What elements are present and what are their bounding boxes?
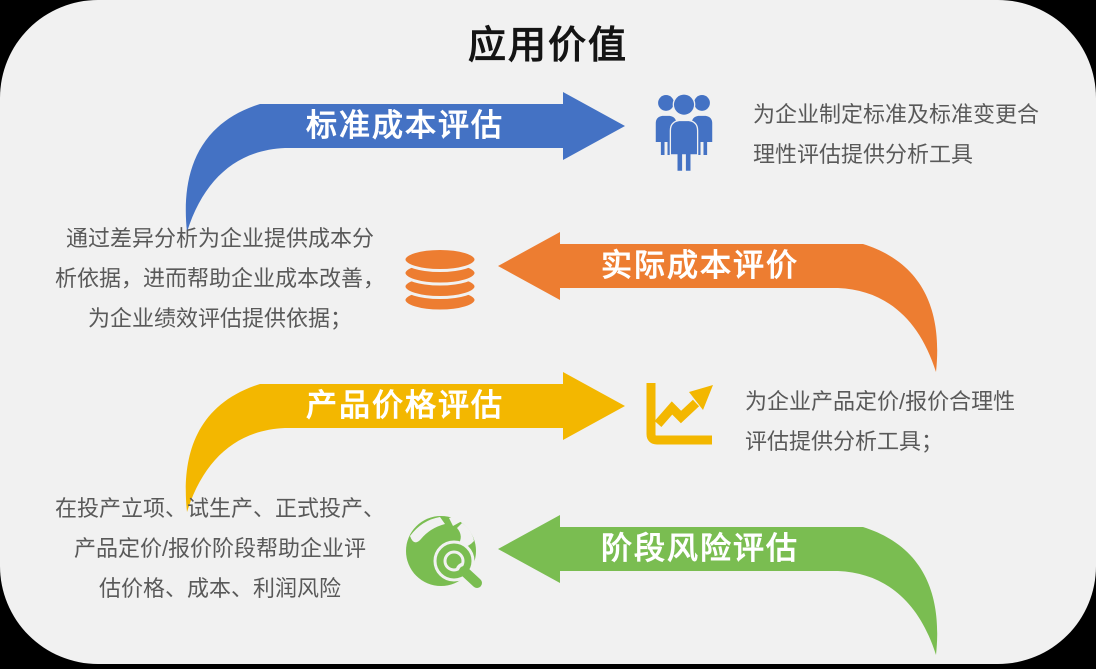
desc-actual-cost: 通过差异分析为企业提供成本分 析依据，进而帮助企业成本改善， 为企业绩效评估提供… [30,219,410,339]
continent-shape [410,517,445,543]
page-title: 应用价值 [467,25,628,67]
desc-line: 估价格、成本、利润风险 [98,576,341,601]
curved-arrow-left [498,515,938,655]
arrow-label-product-price: 产品价格评估 [306,388,504,423]
desc-line: 产品定价/报价阶段帮助企业评 [73,536,367,561]
desc-stage-risk: 在投产立项、试生产、正式投产、 产品定价/报价阶段帮助企业评 估价格、成本、利润… [30,489,410,609]
chart-icon [646,383,713,445]
arrow-label-stage-risk: 阶段风险评估 [601,531,799,566]
continent-shape [457,523,474,547]
desc-standard-cost: 为企业制定标准及标准变更合 理性评估提供分析工具 [753,95,1039,175]
chart-arrowhead [689,385,713,410]
database-icon [402,248,478,312]
desc-line: 析依据，进而帮助企业成本改善， [54,266,385,291]
arrow-shape [185,92,625,232]
desc-line: 为企业产品定价/报价合理性 [745,389,1016,414]
desc-line: 为企业制定标准及标准变更合 [753,102,1040,127]
arrow-label-standard-cost: 标准成本评估 [306,108,504,143]
arrow-shape [185,372,625,512]
curved-arrow-right [185,92,625,232]
arrow-label-actual-cost: 实际成本评价 [601,248,799,283]
desc-product-price: 为企业产品定价/报价合理性 评估提供分析工具； [745,382,1015,462]
curved-arrow-right [185,372,625,512]
magnifier [433,540,486,592]
desc-line: 在投产立项、试生产、正式投产、 [54,496,385,521]
people-icon [655,93,713,173]
desc-line: 为企业绩效评估提供依据； [87,306,352,331]
desc-line: 理性评估提供分析工具 [753,142,974,167]
chart-trend-line [654,399,700,427]
chart-axes [646,383,712,445]
globe-magnifier-icon [406,516,486,592]
continent-shape [449,517,462,526]
desc-line: 评估提供分析工具； [745,429,944,454]
arrow-shape [498,232,938,372]
arrow-shape [498,515,938,655]
desc-line: 通过差异分析为企业提供成本分 [65,226,374,251]
curved-arrow-left [498,232,938,372]
